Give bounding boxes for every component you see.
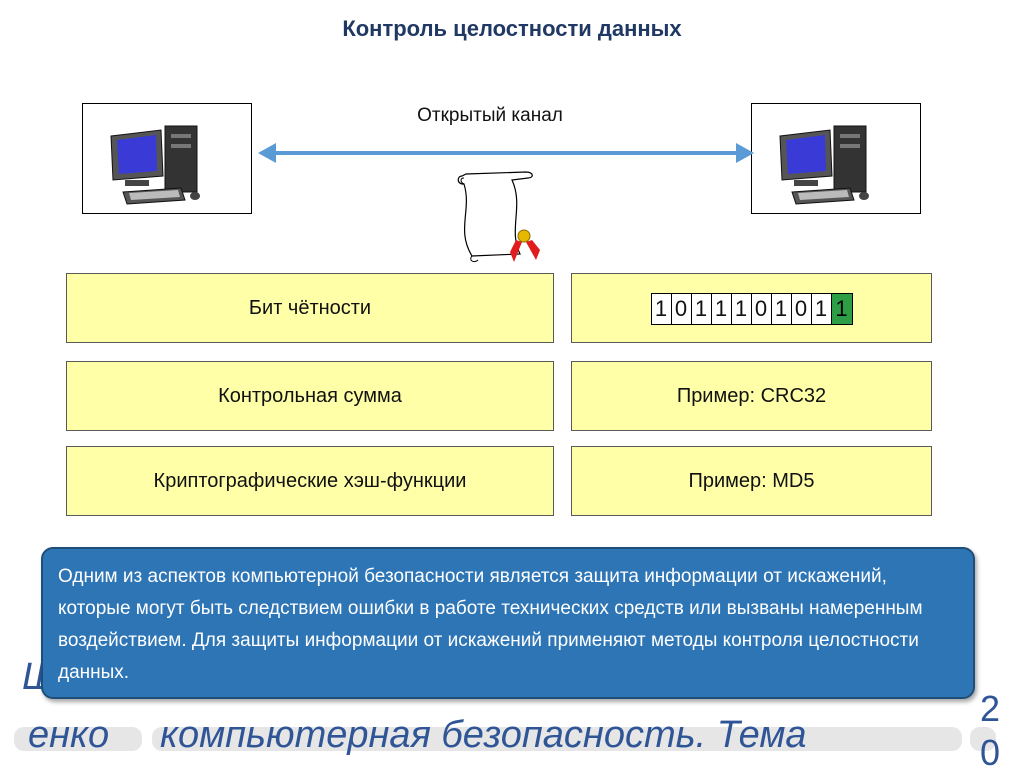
computer-icon (110, 125, 200, 205)
bit-sequence: 1 0 1 1 1 0 1 0 1 1 (650, 292, 853, 325)
md5-example-box: Пример: MD5 (571, 446, 932, 516)
bit-cell: 0 (671, 293, 692, 324)
double-arrow-icon (258, 143, 754, 163)
computer-icon (779, 125, 869, 205)
bit-cell: 1 (711, 293, 732, 324)
parity-bit-cell: 1 (831, 293, 852, 324)
hash-functions-box: Криптографические хэш-функции (66, 446, 554, 516)
bit-sequence-box: 1 0 1 1 1 0 1 0 1 1 (571, 273, 932, 343)
bit-cell: 1 (771, 293, 792, 324)
md5-example-label: Пример: MD5 (688, 469, 815, 492)
channel-label: Открытый канал (417, 105, 563, 126)
callout-text: Одним из аспектов компьютерной безопасно… (58, 566, 923, 683)
bit-cell: 1 (811, 293, 832, 324)
receiver-computer (751, 103, 921, 214)
info-callout: Одним из аспектов компьютерной безопасно… (41, 547, 975, 699)
sender-computer (82, 103, 252, 214)
hash-functions-label: Криптографические хэш-функции (153, 469, 467, 492)
footer-text-topic: компьютерная безопасность. Тема (160, 714, 807, 756)
checksum-box: Контрольная сумма (66, 361, 554, 431)
footer-text-author: енко (28, 714, 110, 756)
bit-cell: 1 (691, 293, 712, 324)
page-number-bottom: 0 (980, 732, 1001, 773)
slide-title: Контроль целостности данных (342, 16, 682, 41)
footer-chip (14, 727, 142, 751)
bit-cell: 1 (651, 293, 672, 324)
footer-chip (152, 727, 962, 751)
crc32-example-box: Пример: CRC32 (571, 361, 932, 431)
parity-bit-box: Бит чётности (66, 273, 554, 343)
footer-chip (970, 727, 996, 751)
checksum-label: Контрольная сумма (218, 384, 402, 407)
bit-cell: 1 (731, 293, 752, 324)
document-scroll-icon (457, 171, 540, 263)
crc32-example-label: Пример: CRC32 (676, 384, 827, 407)
bit-cell: 0 (751, 293, 772, 324)
bit-cell: 0 (791, 293, 812, 324)
page-number-top: 2 (980, 688, 1001, 729)
parity-bit-label: Бит чётности (248, 296, 372, 319)
